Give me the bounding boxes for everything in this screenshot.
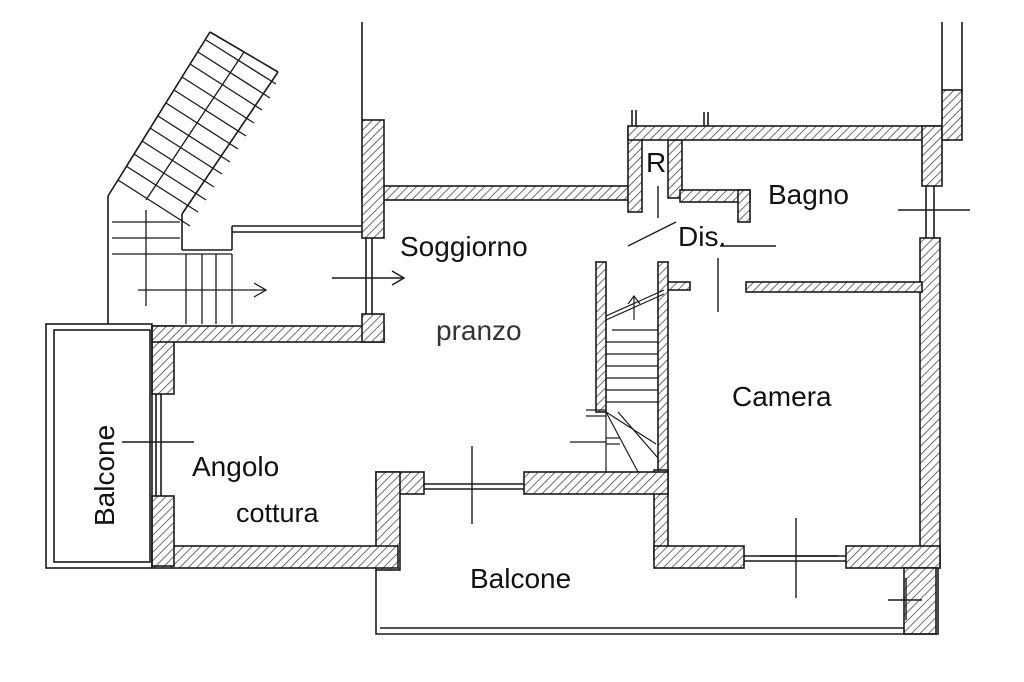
label-dis: Dis.	[678, 221, 726, 252]
wall-camera-bottom-right	[845, 545, 941, 569]
wall-soggiorno-left-upper	[361, 119, 385, 239]
wall-entry-pillar	[361, 313, 385, 343]
wall-cucina-bottom	[151, 545, 399, 569]
wall-middle-right	[523, 471, 669, 495]
label-camera: Camera	[732, 381, 832, 412]
label-soggiorno: Soggiorno	[400, 231, 528, 262]
wall-dis-small	[665, 281, 691, 291]
wall-bagno-top	[627, 125, 949, 141]
wall-balcone-corner	[903, 567, 937, 635]
wall-cucina-top	[151, 325, 385, 343]
wall-camera-bottom-left	[653, 545, 745, 569]
room-labels: R Bagno Dis. Soggiorno pranzo Camera Ang…	[89, 147, 849, 594]
wall-stair-left	[595, 261, 607, 413]
opening-markers	[122, 186, 970, 620]
label-angolo: Angolo	[192, 451, 279, 482]
label-balcone-bottom: Balcone	[470, 563, 571, 594]
label-cottura: cottura	[236, 498, 320, 528]
wall-bagno-stub-v	[737, 189, 751, 223]
label-balcone-left: Balcone	[89, 425, 120, 526]
label-pranzo: pranzo	[436, 315, 522, 346]
wall-soggiorno-top	[361, 185, 641, 201]
label-r: R	[646, 147, 666, 178]
wall-right-upper	[921, 125, 943, 187]
walls	[151, 89, 963, 635]
wall-cucina-left-lower	[151, 495, 175, 567]
left-stair-treads	[112, 39, 277, 324]
label-bagno: Bagno	[768, 179, 849, 210]
wall-bagno-bottom	[745, 281, 923, 293]
entry-arrow	[332, 270, 406, 286]
structure-lines	[45, 22, 963, 635]
central-stair	[570, 289, 665, 473]
wall-right-stub	[941, 89, 963, 141]
wall-right-lower	[919, 237, 941, 569]
